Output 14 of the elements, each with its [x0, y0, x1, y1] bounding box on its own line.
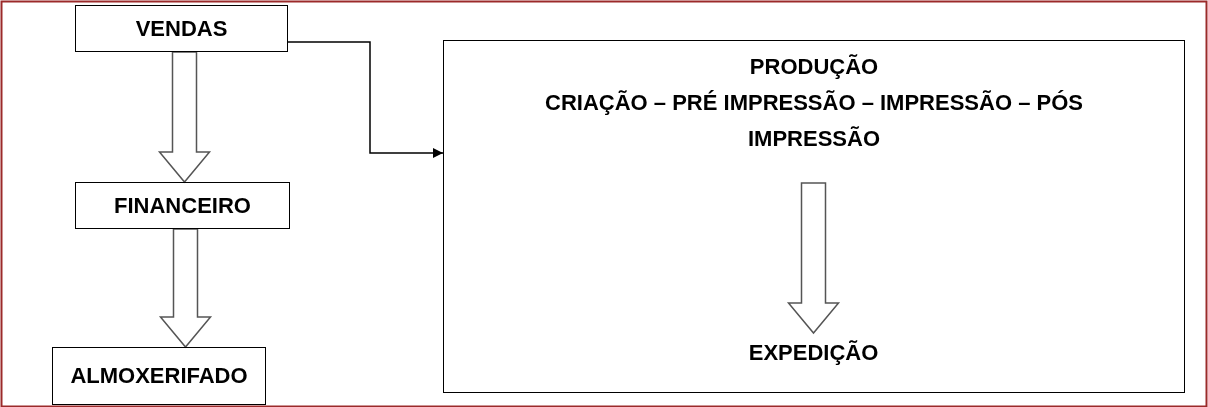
block-arrow: [158, 228, 213, 349]
process-box: [52, 347, 266, 405]
block-arrow: [786, 182, 841, 335]
node-label: VENDAS: [135, 14, 228, 43]
node-label: PRODUÇÃO: [749, 53, 879, 81]
node-label: ALMOXERIFADO: [70, 362, 248, 390]
node-label: EXPEDIÇÃO: [748, 339, 879, 367]
arrow: [287, 41, 444, 158]
node-description: CRIAÇÃO – PRÉ IMPRESSÃO – IMPRESSÃO – PÓS IMPRESSÃO: [544, 89, 1084, 153]
node-label: FINANCEIRO: [114, 191, 251, 220]
process-box: [75, 182, 290, 229]
block-arrow: [157, 51, 212, 184]
process-box: [443, 40, 1185, 393]
process-box: [75, 5, 288, 52]
